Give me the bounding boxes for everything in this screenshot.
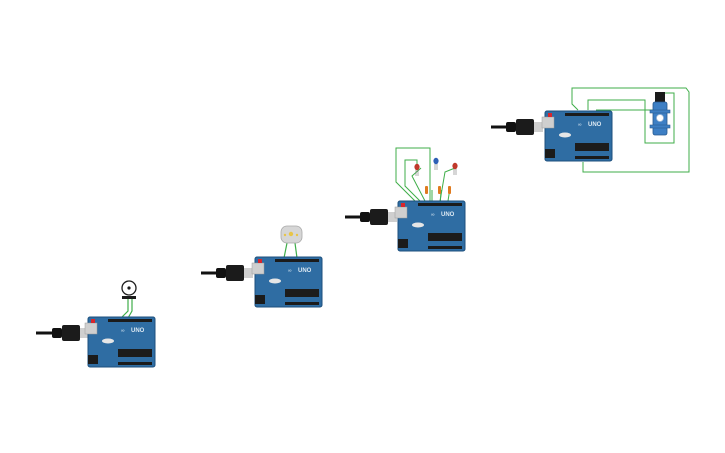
reset-button[interactable] [548, 113, 552, 117]
analog-header [285, 302, 319, 305]
wire[interactable] [294, 242, 298, 259]
led-red-icon[interactable] [414, 163, 420, 176]
wire[interactable] [395, 147, 431, 202]
microcontroller-chip [428, 233, 462, 241]
digital-header [275, 259, 319, 262]
led-blue-icon[interactable] [433, 157, 439, 170]
reset-button[interactable] [258, 259, 262, 263]
usb-port [84, 322, 98, 335]
crystal [269, 278, 281, 284]
wire[interactable] [127, 297, 133, 319]
usb-port [541, 116, 555, 129]
arduino-board[interactable]: ∞ UNO [251, 256, 323, 308]
circuit-2[interactable]: ∞ UNO [201, 225, 323, 308]
arduino-logo: ∞ [431, 212, 435, 218]
arduino-board[interactable]: ∞ UNO [541, 110, 613, 162]
wire[interactable] [587, 92, 675, 144]
dc-motor-icon[interactable] [280, 225, 303, 244]
board-model-label: UNO [298, 268, 312, 274]
board-model-label: UNO [441, 212, 455, 218]
digital-header [565, 113, 609, 116]
arduino-board[interactable]: ∞ UNO [84, 316, 156, 368]
reset-button[interactable] [401, 203, 405, 207]
reset-button[interactable] [91, 319, 95, 323]
board-model-label: UNO [588, 122, 602, 128]
power-jack [545, 149, 555, 158]
servo-icon[interactable] [649, 92, 671, 136]
usb-cable[interactable] [201, 265, 253, 281]
arduino-logo: ∞ [121, 328, 125, 334]
usb-cable[interactable] [345, 209, 397, 225]
led-array-icon[interactable] [414, 157, 458, 194]
board-model-label: UNO [131, 328, 145, 334]
microcontroller-chip [118, 349, 152, 357]
analog-header [428, 246, 462, 249]
wire[interactable] [404, 159, 421, 202]
buzzer-icon[interactable] [121, 280, 137, 299]
microcontroller-chip [285, 289, 319, 297]
led-red-icon[interactable] [452, 162, 458, 175]
usb-cable[interactable] [491, 119, 543, 135]
digital-header [418, 203, 462, 206]
digital-header [108, 319, 152, 322]
analog-header [118, 362, 152, 365]
analog-header [575, 156, 609, 159]
power-jack [255, 295, 265, 304]
crystal [559, 132, 571, 138]
power-jack [88, 355, 98, 364]
wire[interactable] [283, 242, 288, 259]
circuit-4[interactable]: ∞ UNO [491, 87, 690, 173]
circuit-3[interactable]: ∞ UNO [345, 147, 466, 252]
usb-cable[interactable] [36, 325, 89, 341]
wire[interactable] [439, 167, 456, 202]
circuit-1[interactable]: ∞ UNO [36, 280, 156, 368]
arduino-logo: ∞ [578, 122, 582, 128]
usb-port [251, 262, 265, 275]
arduino-board[interactable]: ∞ UNO [394, 200, 466, 252]
crystal [102, 338, 114, 344]
resistor-icon[interactable] [425, 186, 451, 194]
wire[interactable] [120, 297, 129, 319]
microcontroller-chip [575, 143, 609, 151]
arduino-logo: ∞ [288, 268, 292, 274]
wire[interactable] [571, 87, 690, 173]
crystal [412, 222, 424, 228]
power-jack [398, 239, 408, 248]
usb-port [394, 206, 408, 219]
